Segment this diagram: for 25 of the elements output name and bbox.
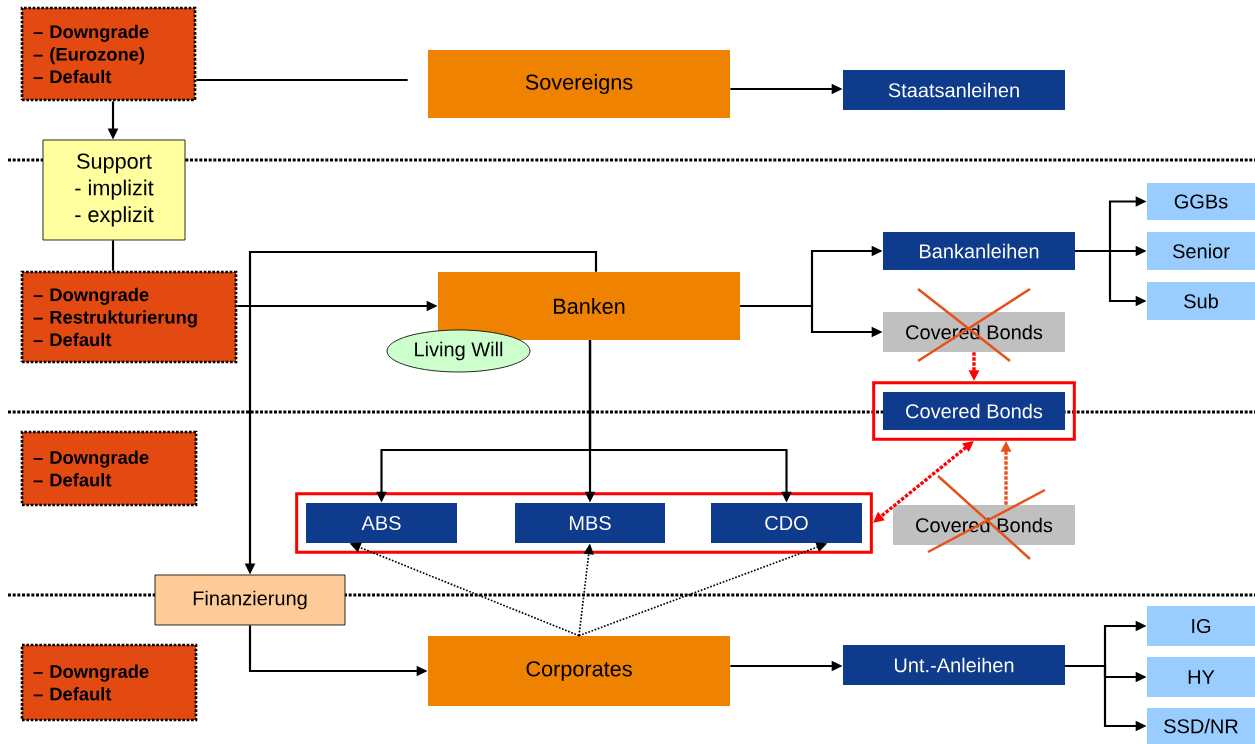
category-box: Banken [438,272,740,340]
risk-box: – Downgrade – Default [20,430,198,507]
bond-box: ABS [306,503,457,543]
bond-box: Staatsanleihen [843,70,1065,110]
financing-box: Finanzierung [154,574,346,626]
oval-label: Living Will [386,329,531,373]
subtype-box: Sub [1147,282,1255,320]
subtype-box: IG [1147,606,1255,646]
bond-box: Unt.-Anleihen [843,645,1065,685]
highlight-frame [295,492,873,554]
risk-box: – Downgrade – Restrukturierung – Default [20,270,238,364]
highlight-frame [872,381,1076,441]
subtype-box: SSD/NR [1147,708,1255,744]
category-box: Sovereigns [428,50,730,118]
bond-box: CDO [711,503,862,543]
subtype-box: Senior [1147,232,1255,270]
risk-box: – Downgrade – Default [20,643,198,722]
risk-box: – Downgrade – (Eurozone) – Default [20,6,197,102]
bond-box: Covered Bonds [883,392,1065,430]
bond-box: MBS [515,503,665,543]
subtype-box: HY [1147,657,1255,697]
category-box: Corporates [428,636,730,706]
subtype-box: GGBs [1147,183,1255,220]
bond-box: Bankanleihen [883,232,1075,270]
support-box: Support - implizit - explizit [42,139,186,241]
